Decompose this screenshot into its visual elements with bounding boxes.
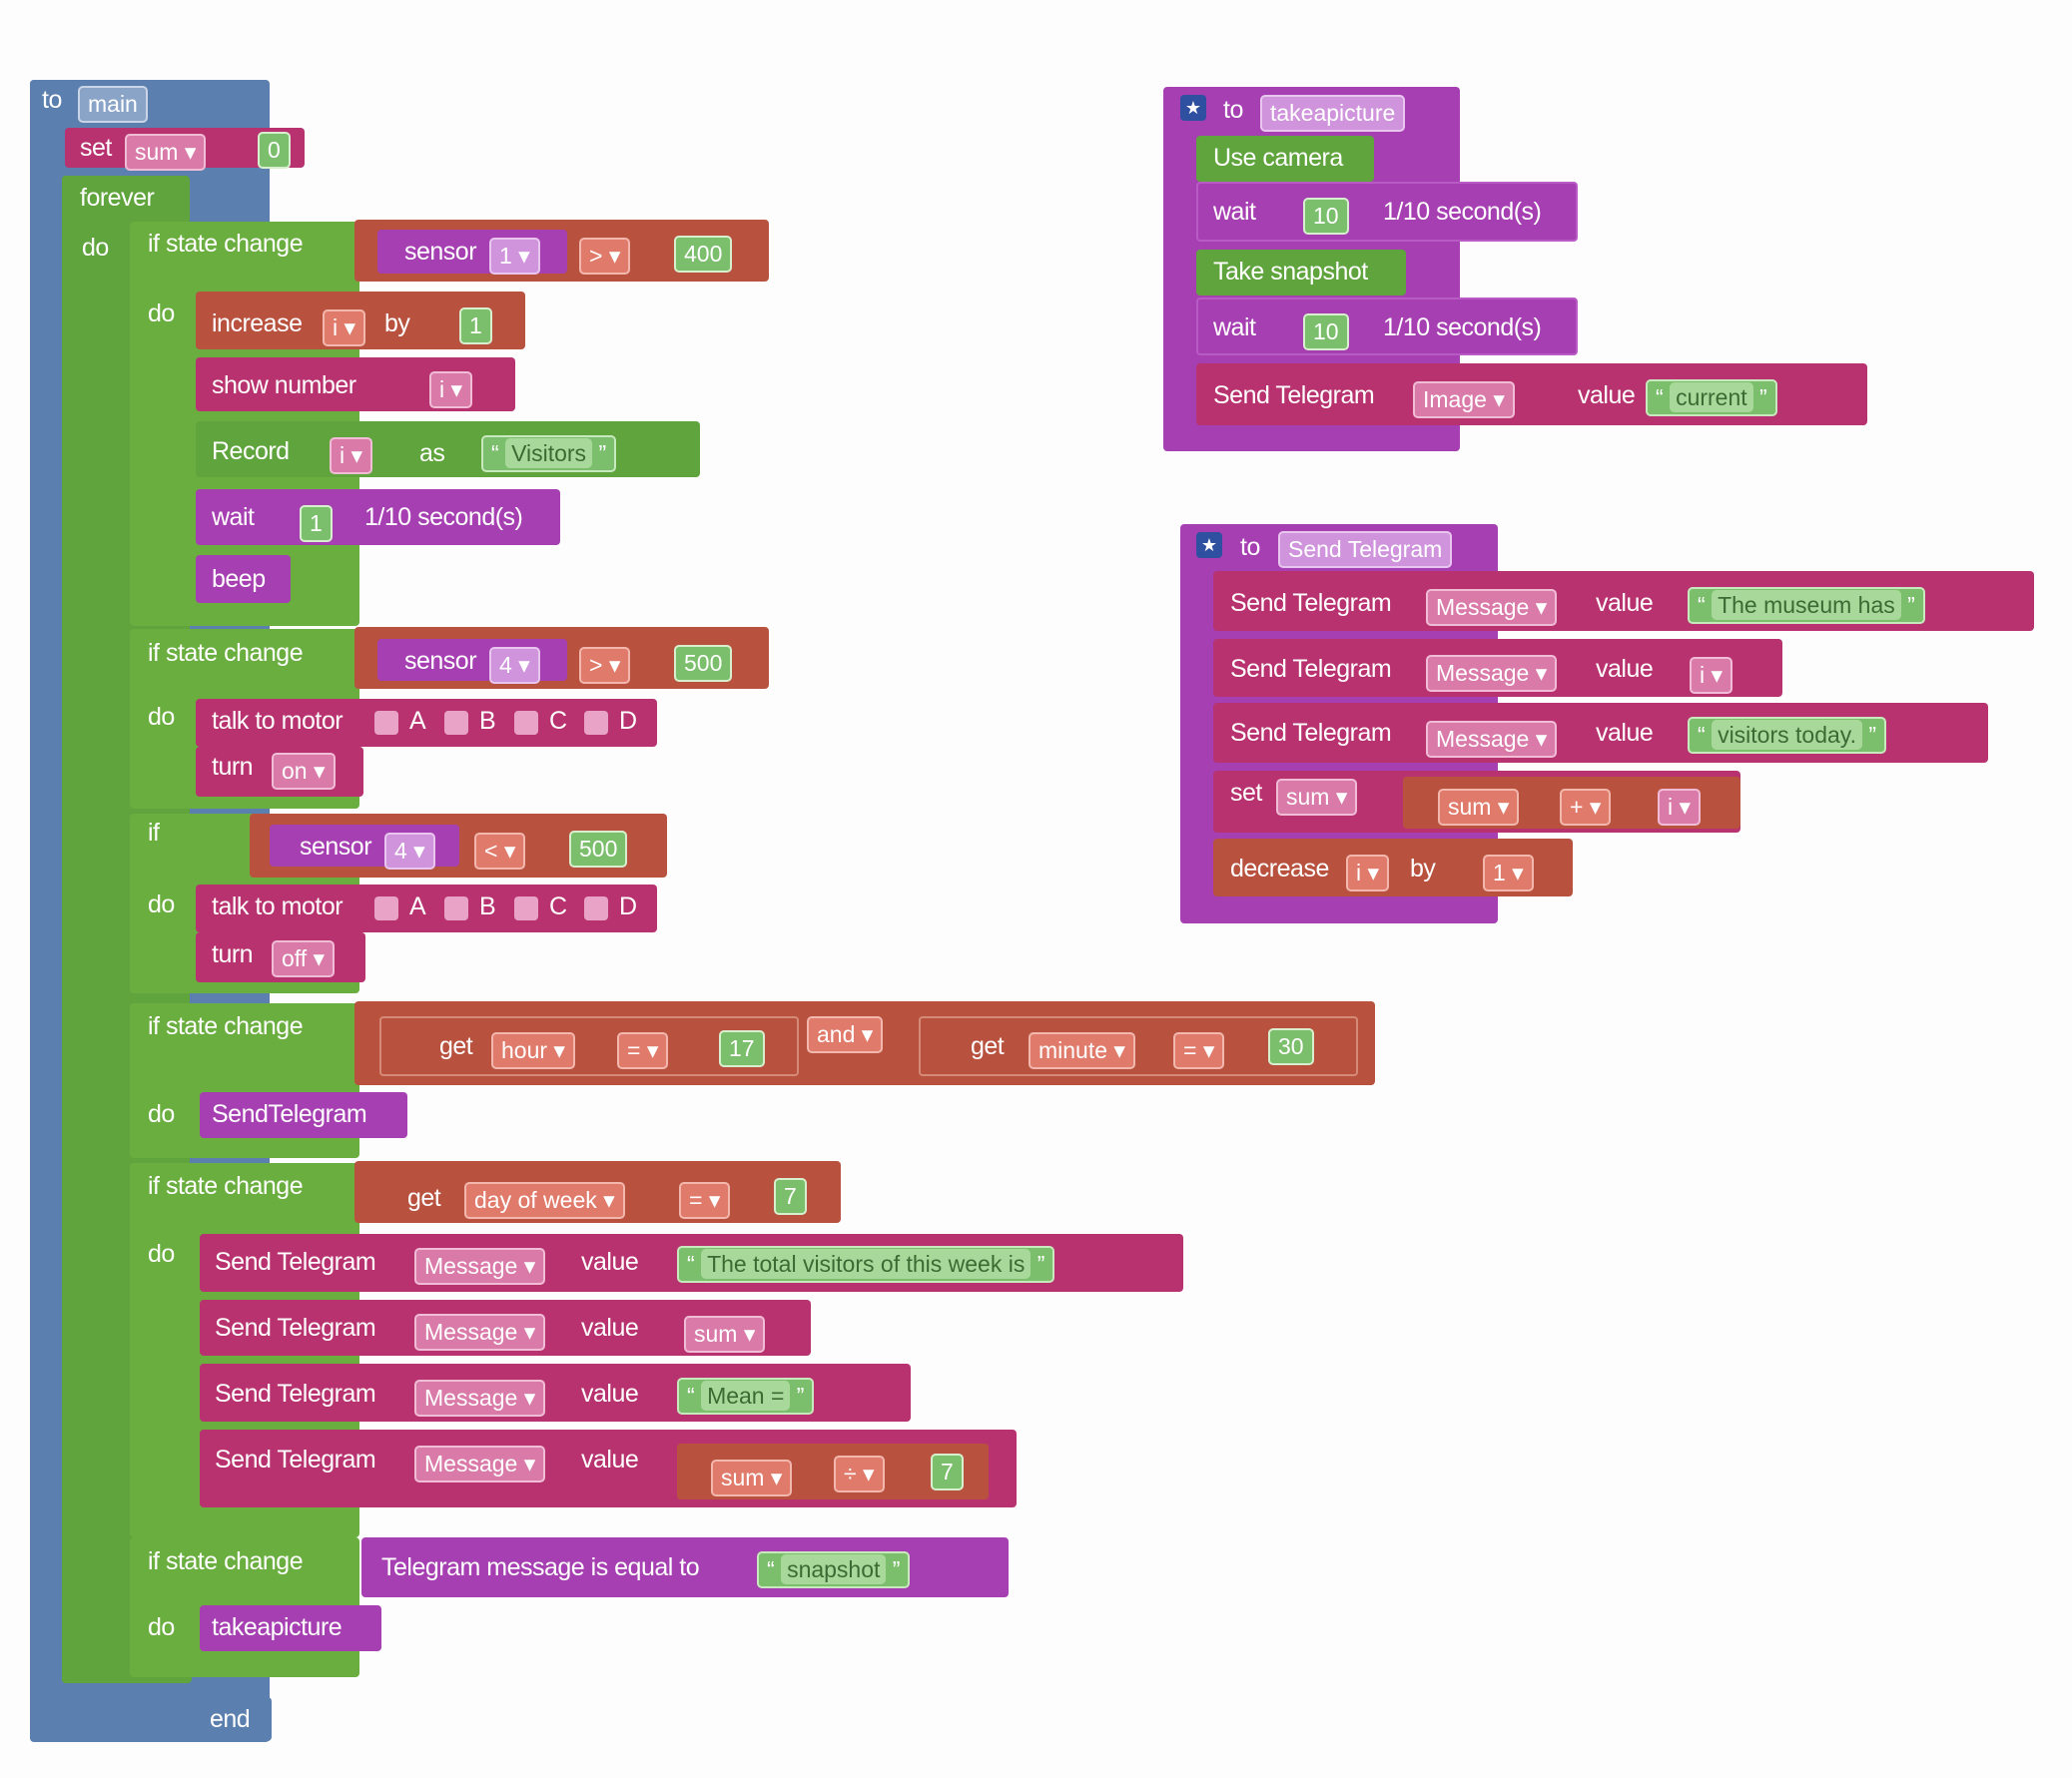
port-dropdown[interactable]: 4 ▾ bbox=[489, 647, 540, 684]
end-label: end bbox=[210, 1705, 251, 1733]
port-dropdown[interactable]: 1 ▾ bbox=[489, 238, 540, 275]
talk-to-motor-block[interactable] bbox=[196, 885, 657, 932]
string-input[interactable]: “ The museum has ” bbox=[1688, 587, 1925, 624]
operator-dropdown[interactable]: = ▾ bbox=[679, 1182, 731, 1219]
kind-dropdown[interactable]: Message ▾ bbox=[414, 1446, 546, 1482]
talk-to-motor-block[interactable] bbox=[196, 699, 657, 747]
var-dropdown-i[interactable]: 1 ▾ bbox=[1483, 855, 1534, 891]
main-footer bbox=[30, 1697, 272, 1741]
procedure-name-takeapicture[interactable]: takeapicture bbox=[1260, 95, 1406, 132]
var-dropdown-sum[interactable]: sum ▾ bbox=[684, 1316, 766, 1353]
kind-dropdown[interactable]: Message ▾ bbox=[1426, 655, 1558, 692]
var-dropdown-i[interactable]: i ▾ bbox=[323, 309, 366, 346]
star-icon: ★ bbox=[1196, 532, 1222, 558]
set-label: set bbox=[80, 134, 112, 162]
field-dropdown-minute[interactable]: minute ▾ bbox=[1029, 1032, 1135, 1069]
operator-dropdown[interactable]: ÷ ▾ bbox=[834, 1456, 885, 1492]
number-input[interactable]: 7 bbox=[931, 1454, 964, 1490]
string-input[interactable]: “ The total visitors of this week is ” bbox=[677, 1246, 1055, 1283]
main-header[interactable] bbox=[30, 80, 268, 122]
operator-dropdown[interactable]: > ▾ bbox=[579, 647, 631, 684]
var-dropdown-i[interactable]: i ▾ bbox=[1690, 657, 1733, 694]
var-dropdown-i[interactable]: i ▾ bbox=[330, 437, 373, 474]
operator-dropdown[interactable]: = ▾ bbox=[1173, 1032, 1225, 1069]
logic-dropdown-and[interactable]: and ▾ bbox=[807, 1016, 884, 1053]
kind-dropdown[interactable]: Message ▾ bbox=[414, 1314, 546, 1351]
state-dropdown[interactable]: on ▾ bbox=[272, 753, 336, 790]
operator-dropdown[interactable]: < ▾ bbox=[474, 833, 526, 870]
checkbox-c[interactable] bbox=[514, 711, 538, 735]
number-input[interactable]: 10 bbox=[1303, 198, 1349, 235]
checkbox-d[interactable] bbox=[584, 896, 608, 920]
kind-dropdown[interactable]: Image ▾ bbox=[1413, 381, 1515, 418]
star-icon: ★ bbox=[1180, 95, 1206, 121]
string-input[interactable]: “ snapshot ” bbox=[757, 1551, 911, 1588]
string-input[interactable]: “ Mean = ” bbox=[677, 1378, 815, 1415]
string-input[interactable]: “ visitors today. ” bbox=[1688, 717, 1887, 754]
forever-label: forever bbox=[80, 184, 155, 212]
field-dropdown-day-of-week[interactable]: day of week ▾ bbox=[464, 1182, 625, 1219]
number-input[interactable]: 400 bbox=[674, 236, 733, 273]
state-dropdown[interactable]: off ▾ bbox=[272, 940, 336, 977]
wait-block[interactable] bbox=[1196, 297, 1578, 355]
use-camera-block[interactable] bbox=[1196, 136, 1374, 182]
number-input[interactable]: 500 bbox=[569, 831, 628, 868]
procedure-name-sendtelegram[interactable]: Send Telegram bbox=[1278, 531, 1453, 568]
var-dropdown-sum[interactable]: sum ▾ bbox=[1276, 779, 1358, 816]
checkbox-a[interactable] bbox=[374, 896, 398, 920]
var-dropdown-sum[interactable]: sum ▾ bbox=[711, 1460, 793, 1496]
number-input[interactable]: 30 bbox=[1268, 1028, 1314, 1065]
checkbox-b[interactable] bbox=[444, 711, 468, 735]
number-input[interactable]: 500 bbox=[674, 645, 733, 682]
number-input-0[interactable]: 0 bbox=[258, 132, 291, 169]
var-dropdown-sum[interactable]: sum ▾ bbox=[125, 134, 207, 171]
do-label: do bbox=[82, 234, 109, 262]
var-dropdown-i[interactable]: i ▾ bbox=[429, 371, 473, 408]
checkbox-c[interactable] bbox=[514, 896, 538, 920]
call-sendtelegram-block[interactable] bbox=[200, 1092, 407, 1138]
number-input[interactable]: 10 bbox=[1303, 313, 1349, 350]
kind-dropdown[interactable]: Message ▾ bbox=[1426, 589, 1558, 626]
number-input[interactable]: 1 bbox=[459, 307, 492, 344]
kind-dropdown[interactable]: Message ▾ bbox=[414, 1380, 546, 1417]
kind-dropdown[interactable]: Message ▾ bbox=[1426, 721, 1558, 758]
var-dropdown-i[interactable]: i ▾ bbox=[1658, 789, 1702, 826]
operator-dropdown[interactable]: = ▾ bbox=[617, 1032, 669, 1069]
checkbox-a[interactable] bbox=[374, 711, 398, 735]
var-dropdown-i[interactable]: i ▾ bbox=[1346, 855, 1390, 891]
wait-block[interactable] bbox=[1196, 182, 1578, 242]
field-dropdown-hour[interactable]: hour ▾ bbox=[491, 1032, 575, 1069]
operator-dropdown[interactable]: > ▾ bbox=[579, 238, 631, 275]
checkbox-d[interactable] bbox=[584, 711, 608, 735]
var-dropdown-sum[interactable]: sum ▾ bbox=[1438, 789, 1520, 826]
string-input[interactable]: “ current ” bbox=[1646, 379, 1777, 416]
number-input[interactable]: 17 bbox=[719, 1030, 765, 1067]
port-dropdown[interactable]: 4 ▾ bbox=[384, 833, 435, 870]
call-takeapicture-block[interactable] bbox=[200, 1605, 381, 1651]
checkbox-b[interactable] bbox=[444, 896, 468, 920]
number-input[interactable]: 7 bbox=[774, 1178, 807, 1215]
string-input[interactable]: “ Visitors ” bbox=[481, 435, 617, 472]
take-snapshot-block[interactable] bbox=[1196, 250, 1406, 296]
number-input[interactable]: 1 bbox=[300, 505, 333, 542]
procedure-name-main[interactable]: main bbox=[78, 86, 148, 123]
beep-block[interactable] bbox=[196, 555, 291, 603]
to-label: to bbox=[42, 86, 62, 114]
kind-dropdown[interactable]: Message ▾ bbox=[414, 1248, 546, 1285]
wait-block[interactable] bbox=[196, 489, 560, 545]
operator-dropdown[interactable]: + ▾ bbox=[1560, 789, 1612, 826]
